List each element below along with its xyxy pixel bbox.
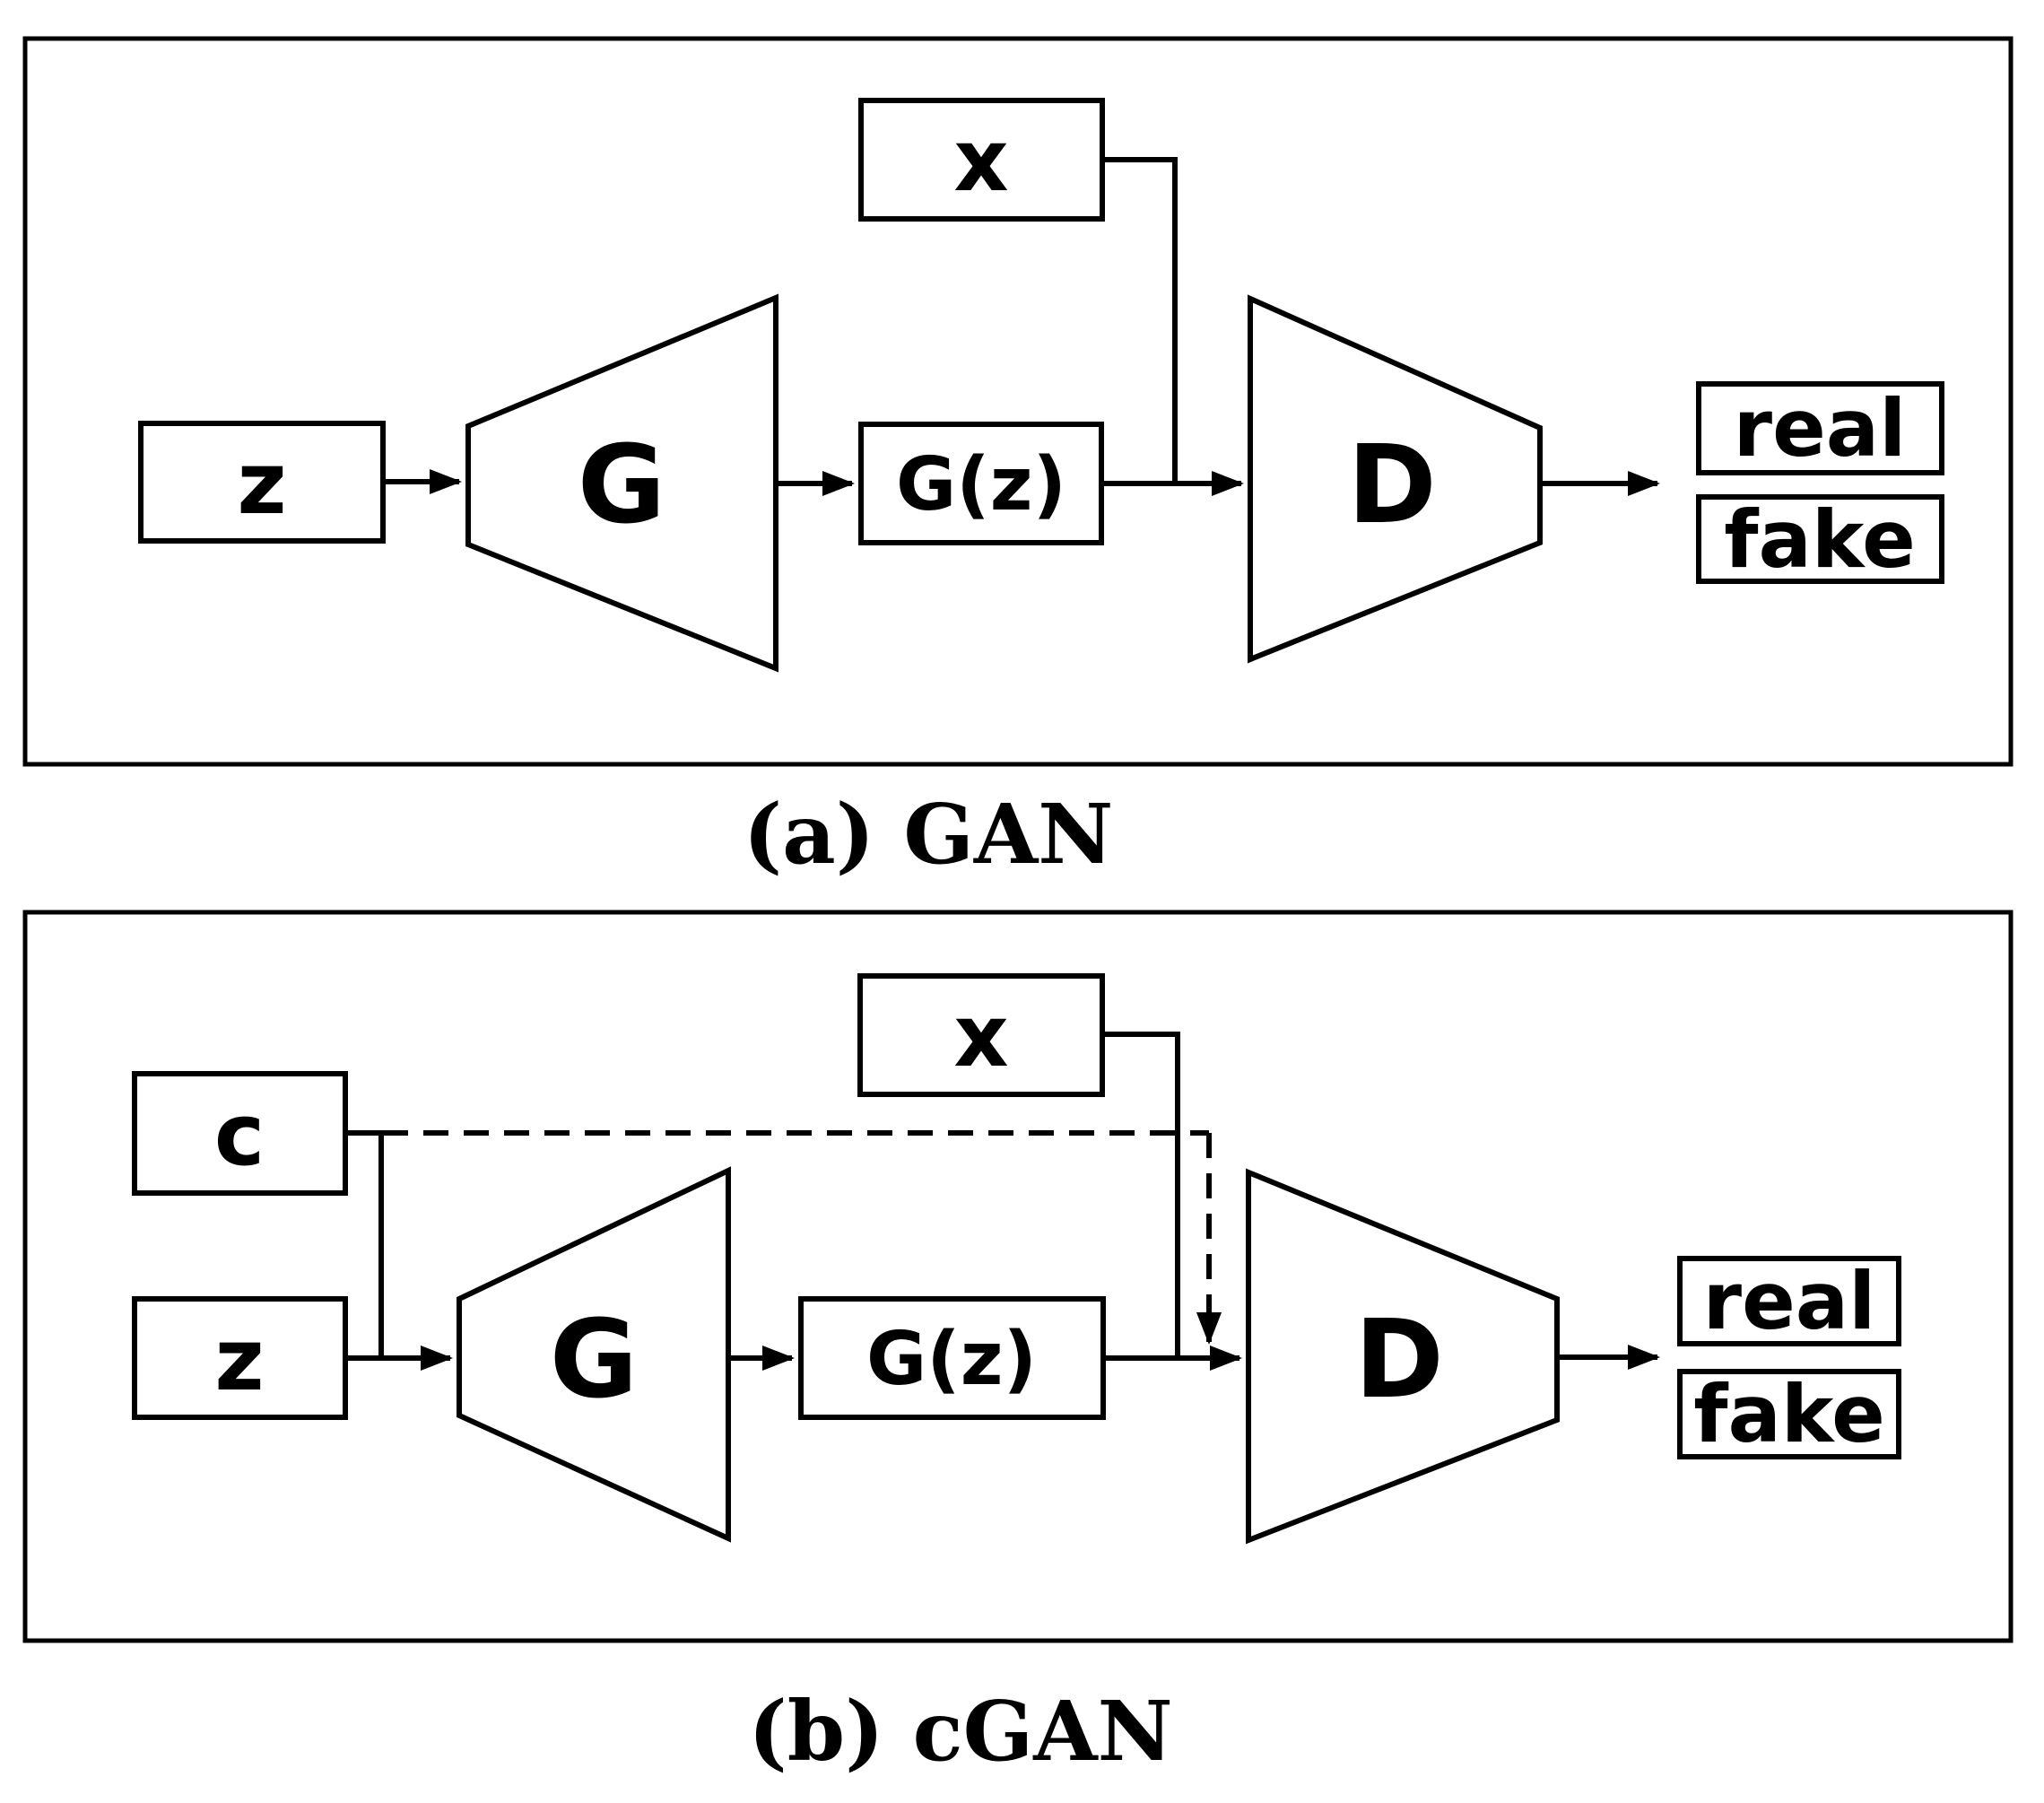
panel-a-border (22, 36, 2014, 767)
panel-a-caption: (a) GAN (744, 786, 1114, 883)
panel-b-real-output-label: real (1703, 1255, 1876, 1347)
panel-b-generator-trapezoid (457, 1166, 731, 1543)
panel-b-border (22, 910, 2014, 1643)
panel-b-caption: (b) cGAN (748, 1683, 1172, 1780)
panel-b-real-data-label: x (953, 988, 1008, 1086)
panel-b-discriminator-trapezoid (1246, 1168, 1560, 1545)
panel-a-real-data-to-discriminator-wire (1102, 157, 1178, 483)
panel-a-noise-label: z (237, 435, 286, 534)
panel-b-fake-output-box (1677, 1369, 1901, 1459)
panel-a-discriminator-label: D (1347, 423, 1437, 548)
panel-b-generated-sample-box (798, 1296, 1106, 1420)
panel-b-real-data-to-discriminator-wire (1102, 1032, 1180, 1358)
panel-b-discriminator-label: D (1354, 1298, 1444, 1423)
panel-a-generator-trapezoid (465, 293, 778, 673)
panel-a-discriminator-trapezoid (1248, 294, 1543, 664)
panel-b-condition-label: c (214, 1086, 265, 1185)
panel-a-fake-output-box (1696, 494, 1944, 584)
panel-a-generated-sample-box (858, 422, 1104, 545)
panel-a-generator-label: G (578, 423, 666, 548)
panel-b-generated-sample-label: G(z) (866, 1317, 1037, 1402)
panel-b-condition-to-generator-wire (345, 1130, 384, 1358)
panel-a-real-output-box (1696, 381, 1944, 475)
panel-b-generator-label: G (550, 1298, 639, 1423)
panel-a-real-output-label: real (1734, 382, 1907, 475)
panel-b-noise-label: z (214, 1311, 264, 1410)
panel-b-noise-box (132, 1296, 348, 1420)
panel-a-fake-output-label: fake (1724, 493, 1916, 586)
panel-b-real-data-box (857, 973, 1105, 1097)
panel-b-fake-output-label: fake (1693, 1368, 1885, 1460)
panel-a-generated-sample-label: G(z) (896, 442, 1066, 527)
panel-a-real-data-box (858, 98, 1105, 222)
panel-a-noise-box (138, 421, 386, 544)
panel-a-real-data-label: x (953, 112, 1008, 211)
panel-b-condition-box (132, 1071, 348, 1196)
panel-b-real-output-box (1677, 1256, 1901, 1346)
